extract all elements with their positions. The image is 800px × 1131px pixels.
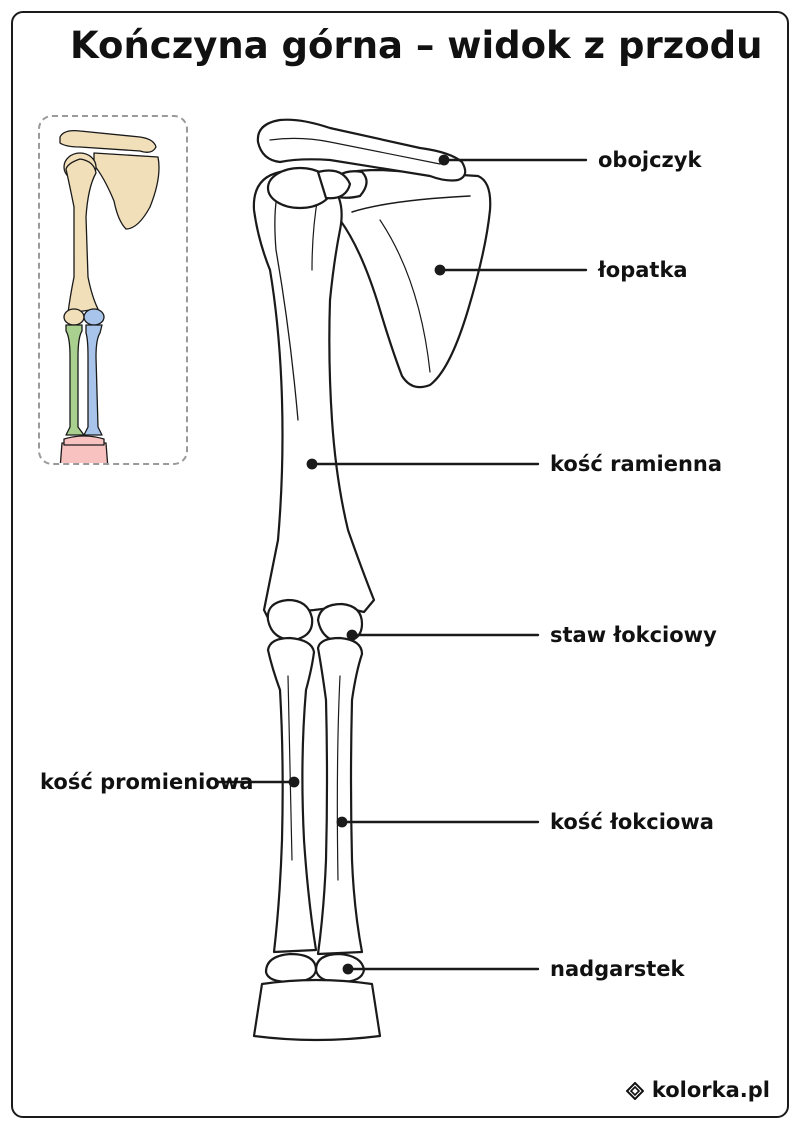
label-humerus: kość ramienna (550, 452, 723, 476)
ulna-bone (316, 636, 364, 956)
label-clavicle: obojczyk (598, 148, 702, 172)
radius-bone (266, 636, 318, 954)
thumbnail-preview (38, 115, 188, 465)
carpal-left (264, 952, 318, 984)
scapula-bone (328, 168, 492, 389)
thumb-clavicle (59, 129, 157, 153)
elbow-condyle-left (266, 598, 314, 642)
page-title: Kończyna górna – widok z przodu (70, 24, 763, 67)
thumbnail-illustration (59, 129, 160, 463)
label-radius: kość promieniowa (40, 770, 254, 794)
label-ulna: kość łokciowa (550, 810, 714, 834)
label-wrist: nadgarstek (550, 957, 685, 981)
thumb-ulna (83, 324, 103, 436)
humerus-bone (252, 170, 376, 620)
label-elbow: staw łokciowy (550, 623, 717, 647)
label-scapula: łopatka (598, 258, 688, 282)
thumb-scapula (93, 152, 160, 230)
clavicle-bone (256, 118, 467, 182)
hand-base (252, 978, 382, 1042)
footer-brand-text: kolorka.pl (651, 1078, 770, 1102)
thumb-humerus (65, 158, 99, 314)
diamond-logo-icon (625, 1081, 645, 1101)
footer-brand: kolorka.pl (625, 1078, 770, 1102)
